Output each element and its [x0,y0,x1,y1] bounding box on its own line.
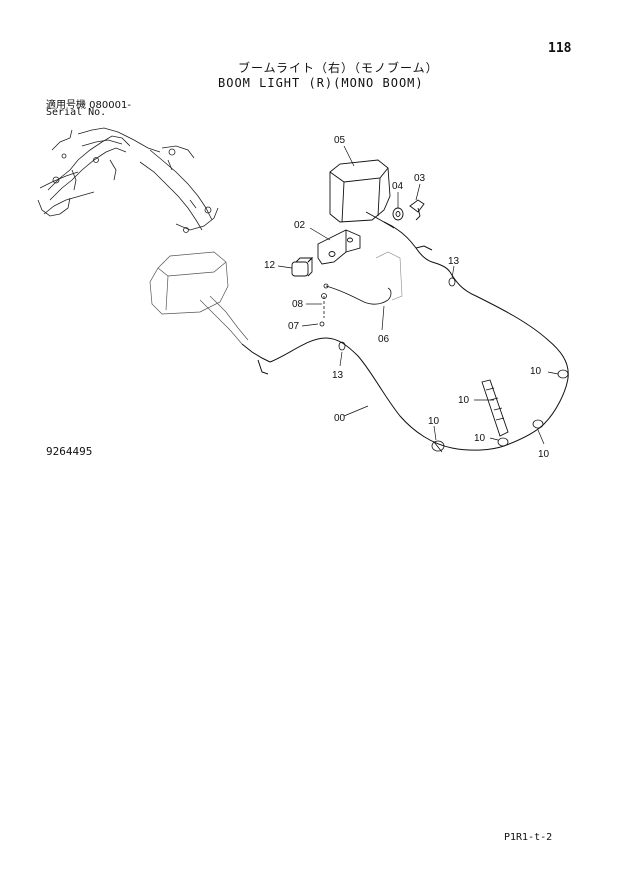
callout-04: 04 [392,181,404,192]
cushion-12 [291,256,314,277]
applicable-serial-japanese: 適用号機 080001- [46,100,131,111]
clamp-10-lower-right [532,419,544,429]
callout-10-bottom-center: 10 [474,433,486,444]
callout-05: 05 [334,135,346,146]
clamp-10-bottom-center [497,437,509,447]
callout-00: 00 [334,413,346,424]
clamp-10-lower-left [431,440,445,453]
callout-10-lower-right: 10 [538,449,550,460]
callout-06: 06 [378,334,390,345]
callout-12: 12 [264,260,276,271]
ground-cable-06 [323,283,392,305]
title-japanese: ブームライト（右）（モノブーム） [238,61,439,75]
callout-13-left: 13 [332,370,344,381]
serial-number-label: Serial No. [46,107,107,118]
callout-10-clip-strip: 10 [458,395,470,406]
callout-03: 03 [414,173,426,184]
callout-10-upper-right: 10 [530,366,542,377]
machine-overview-sketch [37,127,219,233]
callout-13-right: 13 [448,256,460,267]
callout-10-lower-left: 10 [428,416,440,427]
bolt-08 [321,293,327,318]
clamp-10-upper-right [557,369,569,379]
grommet-13-right [448,277,456,287]
work-lamp-05 [329,159,395,229]
callout-02: 02 [294,220,306,231]
washer-04 [392,207,404,221]
bolt-03 [409,199,425,221]
wiring-harness-00 [241,221,569,451]
title-english: BOOM LIGHT (R)(MONO BOOM) [218,76,424,90]
phantom-plate [375,251,403,301]
washer-07 [319,321,325,327]
callout-08: 08 [292,299,304,310]
page-code: P1R1-t-2 [504,832,553,843]
grommet-13-left [338,341,346,351]
clip-strip-10 [481,379,509,437]
callout-07: 07 [288,321,300,332]
page-number: 118 [548,41,572,56]
drawing-number: 9264495 [46,445,93,458]
light-housing-phantom [149,251,249,345]
leader-lines [277,145,559,445]
bracket-02 [317,229,361,265]
